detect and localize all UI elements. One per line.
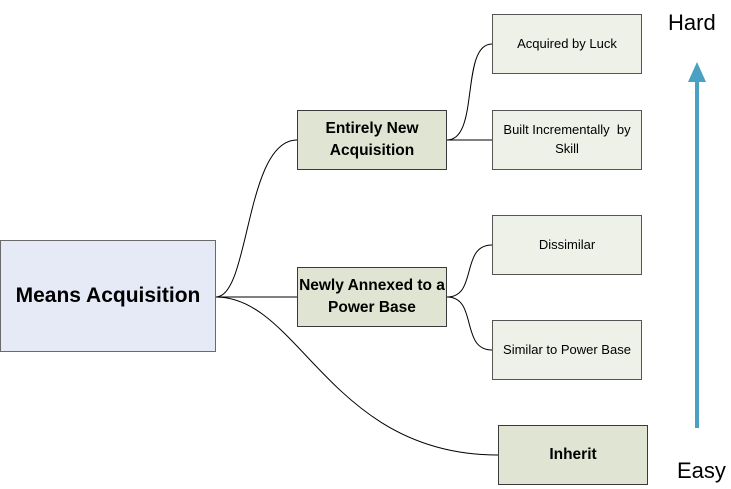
leaf-label: Acquired by Luck [517, 35, 617, 51]
difficulty-arrow-head [688, 62, 706, 82]
leaf-label: Dissimilar [538, 236, 596, 252]
connector-root-inherit [215, 296, 499, 456]
branch-entirely-new-acquisition: Entirely New Acquisition [297, 110, 447, 170]
leaf-acquired-by-luck: Acquired by Luck [492, 14, 642, 74]
branch-label: Newly Annexed to a Power Base [299, 277, 445, 316]
scale-bottom-label: Easy [677, 458, 726, 483]
leaf-similar-to-power-base: Similar to Power Base [492, 320, 642, 380]
connector-newly-annexed-similar [446, 296, 493, 351]
scale-top-label: Hard [668, 10, 716, 35]
branch-label: Entirely New Acquisition [325, 120, 419, 159]
branch-label: Inherit [549, 446, 597, 464]
leaf-built-incrementally: Built Incrementally by Skill [492, 110, 642, 170]
root-node: Means Acquisition [0, 240, 216, 352]
branch-newly-annexed: Newly Annexed to a Power Base [297, 267, 447, 327]
leaf-label: Built Incrementally by Skill [503, 122, 635, 156]
root-label: Means Acquisition [15, 284, 201, 307]
branch-inherit: Inherit [498, 425, 648, 485]
connector-newly-annexed-dissimilar [446, 244, 493, 298]
leaf-label: Similar to Power Base [503, 341, 631, 357]
connector-root-entirely-new [215, 139, 298, 298]
connector-entirely-new-luck [446, 43, 493, 141]
leaf-dissimilar: Dissimilar [492, 215, 642, 275]
